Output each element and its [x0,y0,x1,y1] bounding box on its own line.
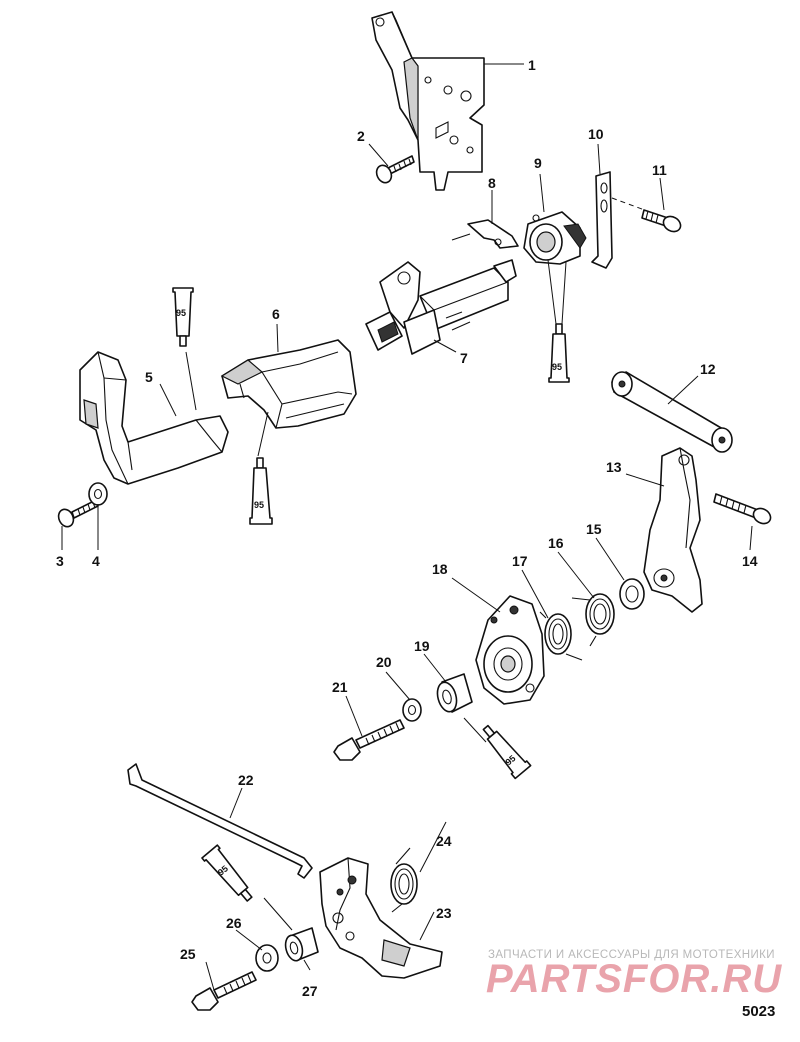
part-19-bushing [436,673,473,713]
part-26-washer [255,944,279,972]
part-11-screw [611,197,682,233]
sealant-tube-1: 95 [172,287,194,347]
callout-12: 12 [700,361,716,377]
part-5-handle [79,351,229,485]
leader-lines [61,63,753,991]
part-25-bolt [191,971,257,1011]
callout-21: 21 [332,679,348,695]
callout-16: 16 [548,535,564,551]
part-16-spring [571,593,615,647]
part-24-spring [390,847,418,913]
callout-19: 19 [414,638,430,654]
part-10-strap [591,171,613,269]
callout-4: 4 [92,553,100,569]
watermark-tagline: ЗАПЧАСТИ И АКСЕССУАРЫ ДЛЯ МОТОТЕХНИКИ [488,949,775,961]
watermark-brand: PARTSFOR.RU [486,957,782,1001]
callout-10: 10 [588,126,604,142]
callout-13: 13 [606,459,622,475]
part-2-screw [375,155,415,184]
part-9-housing [523,211,587,265]
part-21-bolt [333,719,405,761]
callout-26: 26 [226,915,242,931]
callout-23: 23 [436,905,452,921]
part-12-link-rod [611,371,733,453]
watermark: ЗАПЧАСТИ И АКСЕССУАРЫ ДЛЯ МОТОТЕХНИКИ PA… [486,949,782,1001]
part-22-rod [127,763,313,879]
callout-numbers: 1 2 3 4 5 6 7 8 9 10 11 12 13 14 15 16 1… [56,57,758,999]
sealant-code-label: 95 [503,753,517,767]
part-17-spring [539,611,583,661]
part-3-screw [57,499,99,528]
callout-9: 9 [534,155,542,171]
sealant-tube-4: 95 [482,724,532,780]
callout-15: 15 [586,521,602,537]
part-1-mounting-bracket [371,11,485,191]
part-13-lever [643,447,703,613]
part-27-bushing [284,927,319,962]
callout-24: 24 [436,833,452,849]
sealant-code-label: 95 [176,308,186,318]
part-23-lever [319,857,443,979]
sealant-tube-2: 95 [548,323,570,383]
part-18-cam-plate [475,595,545,705]
callout-14: 14 [742,553,758,569]
callout-7: 7 [460,350,468,366]
callout-17: 17 [512,553,528,569]
sealant-tube-5: 95 [201,844,253,902]
callout-20: 20 [376,654,392,670]
callout-5: 5 [145,369,153,385]
sealant-code-label: 95 [552,362,562,372]
callout-18: 18 [432,561,448,577]
callout-25: 25 [180,946,196,962]
sealant-code-label: 95 [254,500,264,510]
part-6-cover [220,339,357,429]
callout-27: 27 [302,983,318,999]
part-4-washer [88,482,108,506]
part-14-screw [713,493,772,525]
callout-11: 11 [652,162,667,178]
callout-1: 1 [528,57,536,73]
part-20-washer [402,698,422,722]
callout-8: 8 [488,175,496,191]
callout-2: 2 [357,128,365,144]
part-8-clip [451,219,519,249]
sealant-code-label: 95 [216,863,230,877]
figure-code: 5023 [742,1003,775,1020]
part-15-washer [619,578,645,610]
callout-6: 6 [272,306,280,322]
sealant-tube-3: 95 [249,457,273,525]
callout-3: 3 [56,553,64,569]
callout-22: 22 [238,772,254,788]
part-7-shaft-assembly [365,259,517,355]
